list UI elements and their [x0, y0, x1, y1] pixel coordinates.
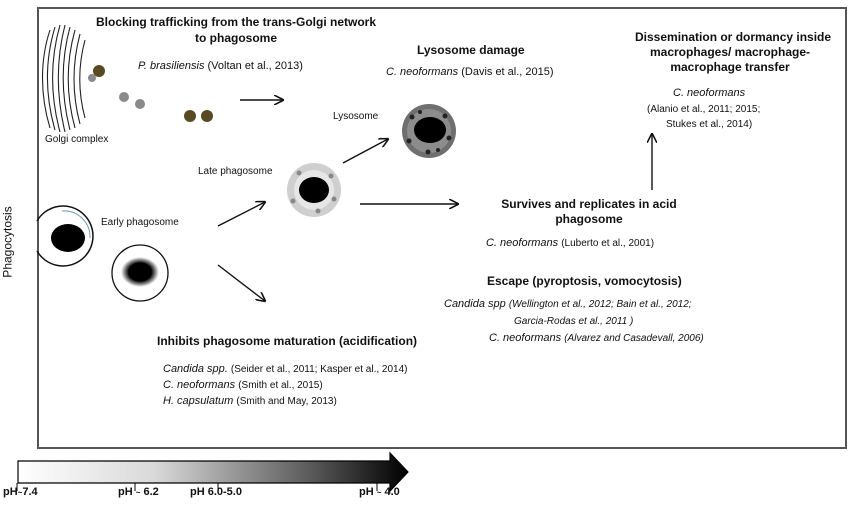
approx-sign: ~	[135, 488, 141, 497]
vesicle-icon	[135, 99, 145, 109]
inhibits-row: C. neoformans (Smith et al., 2015)	[163, 378, 323, 393]
vesicle-icon	[201, 110, 213, 122]
escape-reference-2: C. neoformans (Alvarez and Casadevall, 2…	[489, 331, 704, 346]
dissemination-citation-line2: Stukes et al., 2014)	[666, 119, 753, 130]
ph-value: 4.0	[381, 486, 400, 498]
dissemination-species: C. neoformans	[673, 87, 746, 99]
golgi-complex-icon	[42, 24, 86, 133]
late-phagosome-label: Late phagosome	[198, 166, 273, 177]
dissemination-citation-line1: (Alanio et al., 2011; 2015;	[647, 104, 761, 115]
inhibits-row: Candida spp. (Seider et al., 2011; Kaspe…	[163, 362, 407, 377]
survives-title-line2: phagosome	[555, 212, 623, 226]
escape-citation-line2: Garcia-Rodas et al., 2011 )	[514, 316, 634, 327]
citation: (Davis et al., 2015)	[461, 66, 554, 78]
citation: (Smith and May, 2013)	[236, 396, 337, 407]
species-name: P. brasiliensis	[138, 60, 205, 72]
citation: (Seider et al., 2011; Kasper et al., 201…	[230, 364, 408, 375]
approx-sign: ~	[17, 488, 23, 497]
ph-prefix: pH	[118, 486, 133, 498]
ph-gradient-bar	[16, 451, 409, 493]
species-name: Candida spp.	[163, 363, 228, 375]
early-phagosome-label: Early phagosome	[101, 217, 179, 228]
golgi-reference: P. brasiliensis (Voltan et al., 2013)	[138, 59, 303, 73]
ph-value: 6.2	[140, 486, 159, 498]
species-name: C. neoformans	[386, 66, 459, 78]
dissemination-title-line2: macrophages/ macrophage-	[649, 45, 811, 59]
survives-title: Survives and replicates in acid phagosom…	[490, 197, 688, 226]
dissemination-title-line1: Dissemination or dormancy inside	[635, 30, 832, 44]
lysosome-icon	[402, 104, 456, 158]
ph-label-7-4: pH~7.4	[3, 486, 38, 498]
citation: (Luberto et al., 2001)	[561, 238, 655, 249]
approx-sign: ~	[376, 488, 382, 497]
ph-label-4-0: pH ~ 4.0	[359, 486, 400, 498]
lysosome-damage-reference: C. neoformans (Davis et al., 2015)	[386, 65, 554, 79]
dissemination-title: Dissemination or dormancy inside macroph…	[635, 30, 832, 74]
vesicle-icon	[88, 74, 96, 82]
citation: (Wellington et al., 2012; Bain et al., 2…	[508, 299, 692, 310]
inhibits-title: Inhibits phagosome maturation (acidifica…	[157, 334, 418, 348]
ph-label-6-2: pH ~ 6.2	[118, 486, 159, 498]
species-name: C. neoformans	[163, 379, 236, 391]
ph-prefix: pH	[3, 486, 18, 498]
ph-value: 7.4	[22, 486, 38, 498]
golgi-title-line2: to phagosome	[195, 31, 278, 45]
survives-reference: C. neoformans (Luberto et al., 2001)	[486, 236, 654, 251]
pathway-arrows	[217, 100, 652, 301]
diagram-frame	[37, 7, 847, 449]
escape-title: Escape (pyroptosis, vomocytosis)	[487, 274, 682, 288]
citation: (Voltan et al., 2013)	[207, 60, 303, 72]
survives-title-line1: Survives and replicates in acid	[501, 197, 677, 211]
late-phagosome-icon	[287, 163, 341, 217]
golgi-title: Blocking trafficking from the trans-Golg…	[96, 15, 376, 45]
species-name: C. neoformans	[489, 332, 562, 344]
lysosome-label: Lysosome	[333, 111, 379, 122]
escape-reference-1: Candida spp (Wellington et al., 2012; Ba…	[444, 297, 692, 312]
citation: (Smith et al., 2015)	[238, 380, 323, 391]
vesicle-icon	[119, 92, 129, 102]
lysosome-damage-title: Lysosome damage	[417, 43, 525, 57]
early-phagosome-icon	[111, 244, 169, 302]
ph-label-6-0-5-0: pH 6.0-5.0	[190, 486, 242, 498]
ph-prefix: pH	[359, 486, 374, 498]
inhibits-row: H. capsulatum (Smith and May, 2013)	[163, 394, 337, 409]
dissemination-title-line3: macrophage transfer	[670, 60, 790, 74]
vesicle-icon	[184, 110, 196, 122]
engulfment-icon	[36, 205, 94, 267]
vesicle-icon	[93, 65, 105, 77]
species-name: Candida spp	[444, 298, 506, 310]
golgi-label: Golgi complex	[45, 134, 109, 145]
species-name: H. capsulatum	[163, 395, 234, 407]
citation: (Alvarez and Casadevall, 2006)	[564, 333, 704, 344]
golgi-title-line1: Blocking trafficking from the trans-Golg…	[96, 15, 377, 29]
species-name: C. neoformans	[486, 237, 559, 249]
